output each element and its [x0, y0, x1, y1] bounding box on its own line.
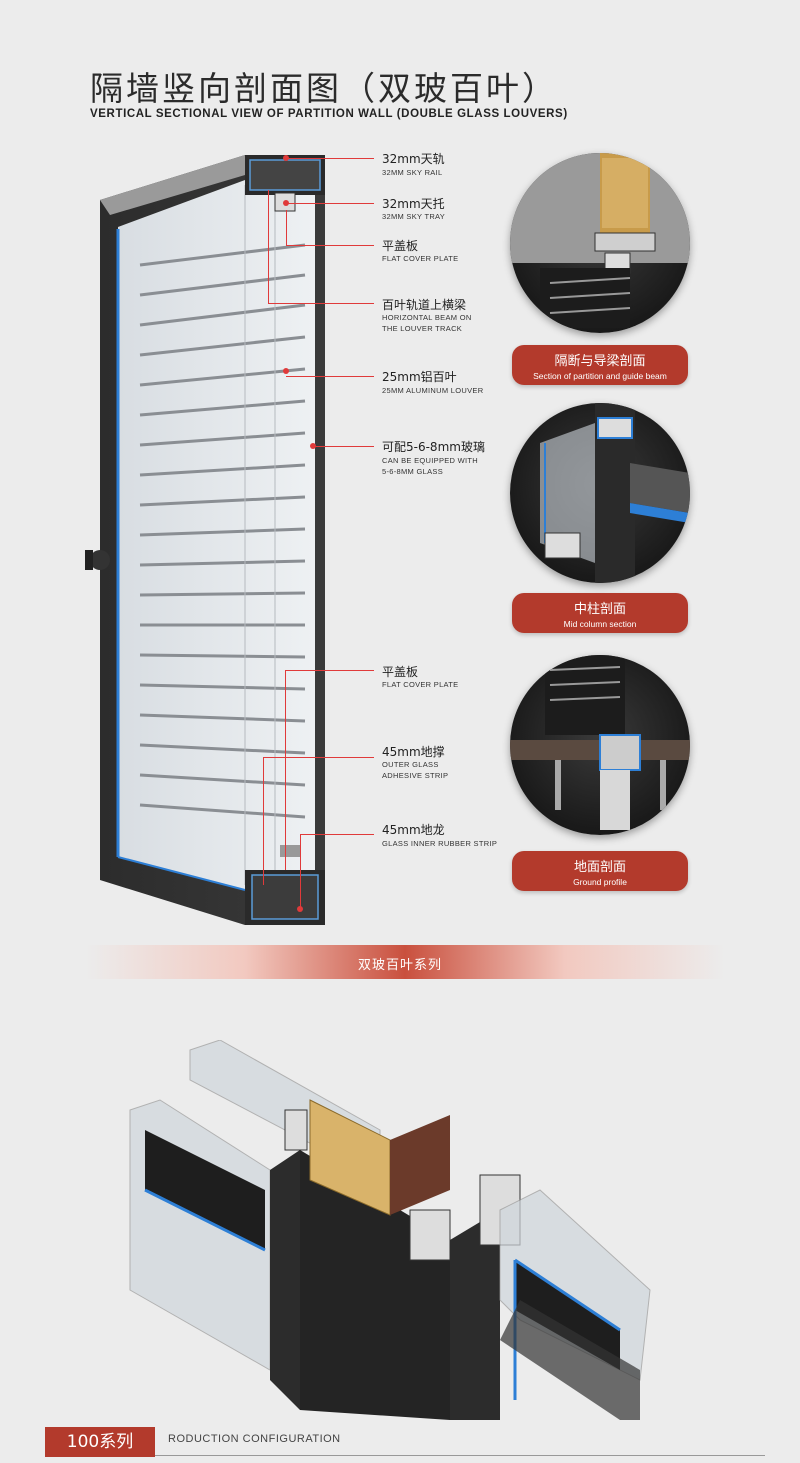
page-subtitle: VERTICAL SECTIONAL VIEW OF PARTITION WAL… [90, 108, 568, 120]
detail-caption-partition-guide-beam: 隔断与导梁剖面 Section of partition and guide b… [512, 345, 688, 385]
callout-dot [297, 906, 303, 912]
detail-caption-en: Section of partition and guide beam [533, 371, 667, 381]
series-subtitle: RODUCTION CONFIGURATION [168, 1433, 341, 1445]
callout-label-cn: 45mm地撑 [382, 745, 445, 759]
callout-label-en: HORIZONTAL BEAM ON [382, 313, 472, 322]
callout-line [268, 190, 269, 303]
callout-label-en: 5-6-8MM GLASS [382, 467, 443, 476]
callout-label-en: FLAT COVER PLATE [382, 680, 459, 689]
footer-divider [155, 1455, 765, 1456]
callout-label-cn: 可配5-6-8mm玻璃 [382, 440, 485, 454]
callout-line [286, 245, 374, 246]
page-title: 隔墙竖向剖面图（双玻百叶） [90, 69, 558, 108]
callout-label-cn: 百叶轨道上横梁 [382, 298, 467, 312]
detail-caption-ground-profile: 地面剖面 Ground profile [512, 851, 688, 891]
callout-label-en: 25MM ALUMINUM LOUVER [382, 386, 484, 395]
callout-line [285, 670, 374, 671]
callout-line [300, 834, 374, 835]
callout-line [263, 757, 264, 885]
callout-label-cn: 45mm地龙 [382, 823, 445, 837]
callout-line [300, 834, 301, 909]
detail-caption-mid-column: 中柱剖面 Mid column section [512, 593, 688, 633]
detail-image-partition-guide-beam [510, 153, 690, 333]
section-band-title: 双玻百叶系列 [357, 958, 442, 973]
detail-caption-en: Mid column section [563, 619, 637, 629]
callout-line [268, 303, 374, 304]
detail-caption-cn: 地面剖面 [573, 860, 626, 875]
callout-label-cn: 32mm天轨 [382, 152, 445, 166]
callout-label-en: CAN BE EQUIPPED WITH [382, 456, 479, 465]
callout-line [286, 203, 374, 204]
callout-label-cn: 25mm铝百叶 [382, 370, 457, 384]
callout-line [286, 210, 287, 245]
callout-label-en: 32MM SKY RAIL [382, 168, 443, 177]
series-badge: 100系列 [45, 1427, 155, 1457]
cross-section-3d-illustration [129, 1040, 651, 1420]
callout-label-cn: 平盖板 [382, 665, 419, 679]
detail-caption-en: Ground profile [573, 877, 627, 887]
detail-caption-cn: 隔断与导梁剖面 [554, 354, 646, 369]
detail-image-mid-column [510, 403, 690, 583]
callout-dot [283, 368, 289, 374]
callout-line [263, 757, 374, 758]
callout-label-en: OUTER GLASS [382, 760, 439, 769]
partition-panel-illustration [85, 155, 325, 925]
callout-label-en: GLASS INNER RUBBER STRIP [382, 839, 498, 848]
callout-label-en: THE LOUVER TRACK [382, 324, 463, 333]
callout-line [286, 376, 374, 377]
detail-image-ground-profile [510, 655, 690, 835]
callout-label-en: 32MM SKY TRAY [382, 212, 446, 221]
callout-label-en: FLAT COVER PLATE [382, 254, 459, 263]
detail-caption-cn: 中柱剖面 [573, 602, 626, 617]
callout-label-cn: 平盖板 [382, 239, 419, 253]
callout-line [313, 446, 374, 447]
callout-label-cn: 32mm天托 [382, 197, 445, 211]
section-band [85, 945, 725, 979]
callout-label-en: ADHESIVE STRIP [382, 771, 449, 780]
callout-line [286, 158, 374, 159]
callout-line [285, 670, 286, 870]
